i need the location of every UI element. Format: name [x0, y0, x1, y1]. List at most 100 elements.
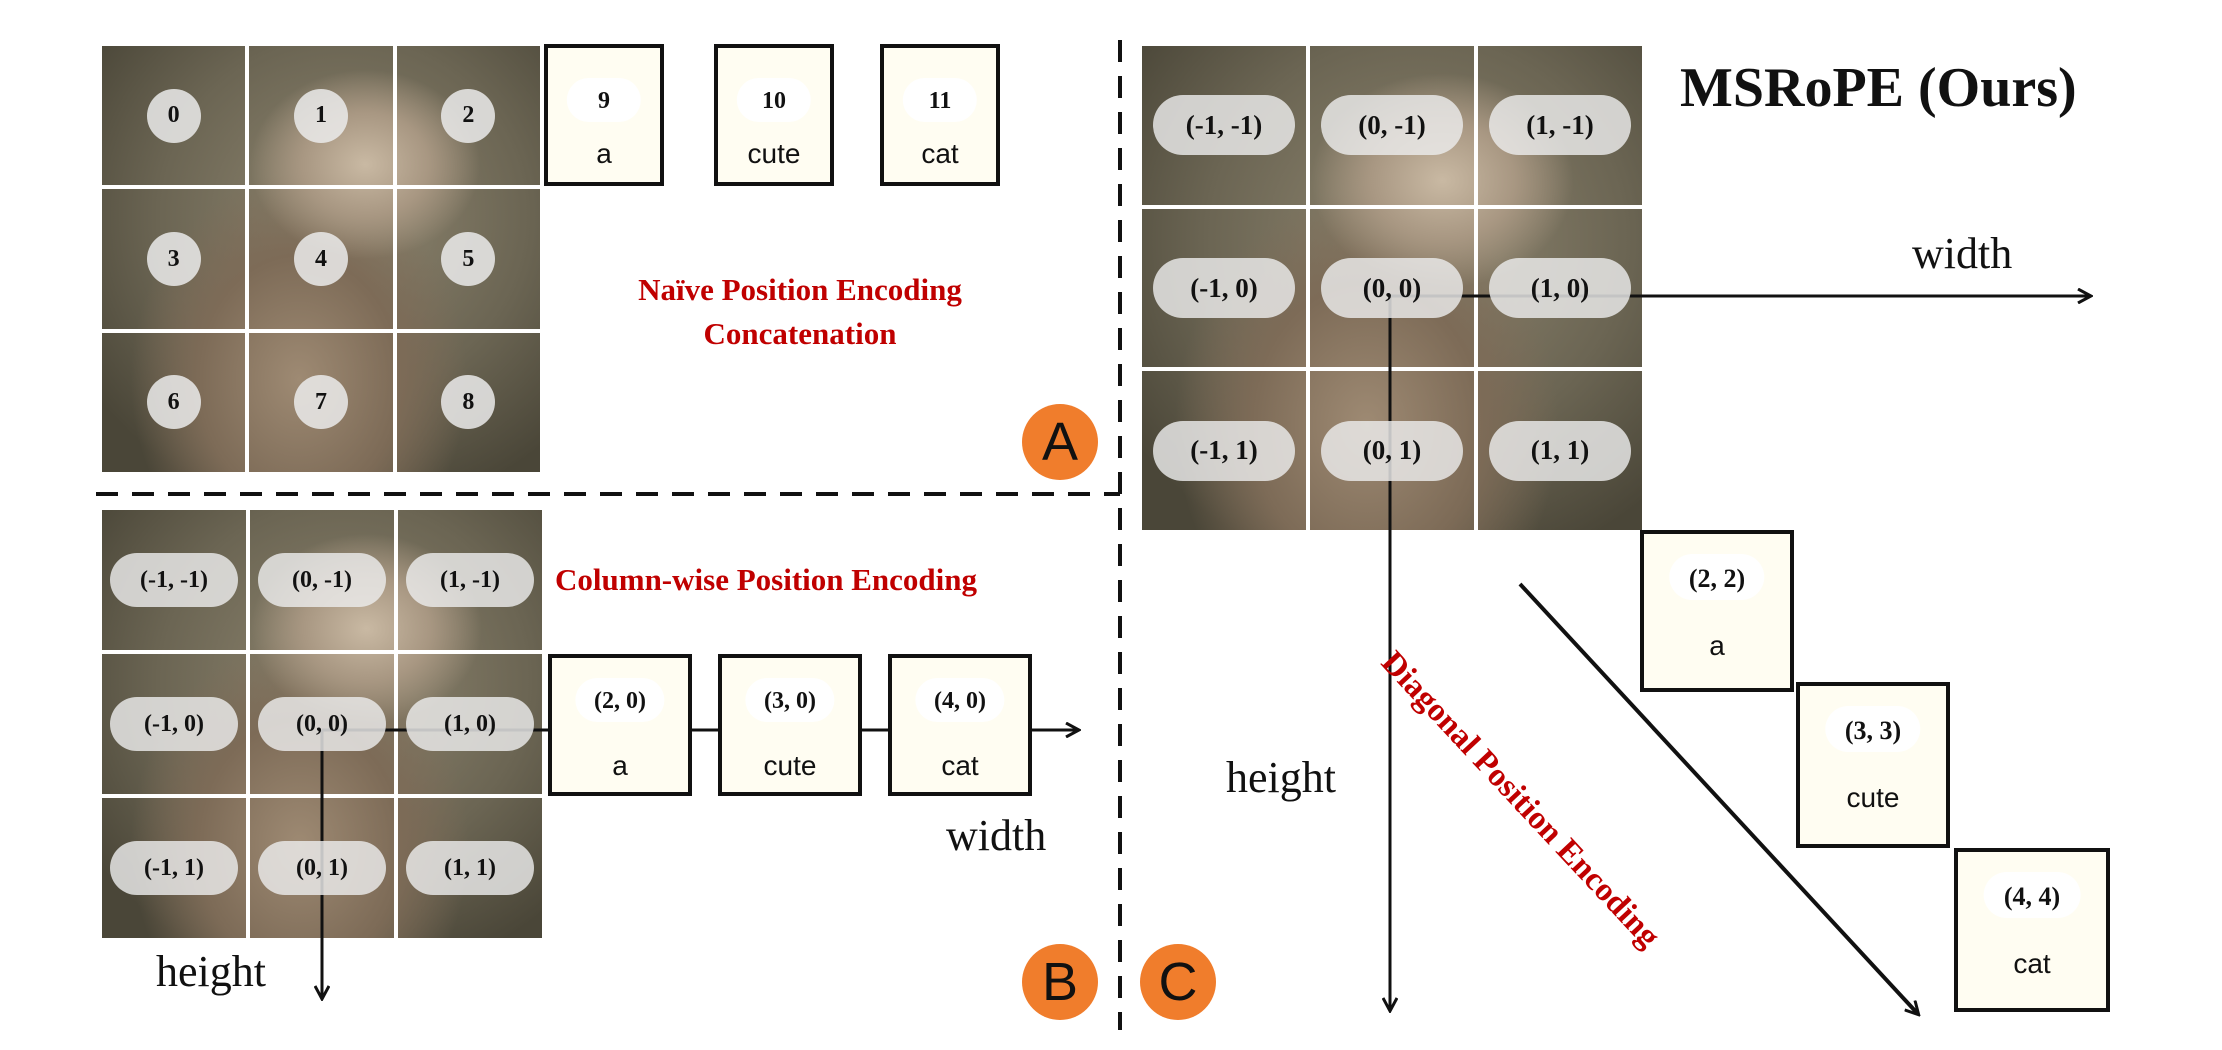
- panel-a-badge: A: [1022, 404, 1098, 480]
- panel-c-token-box: (3, 3) cute: [1796, 682, 1950, 848]
- panel-b-height-label: height: [156, 947, 266, 996]
- image-grid-cell: [394, 187, 542, 331]
- panel-b-cell-label: (1, 0): [406, 697, 534, 751]
- token-word: a: [612, 750, 628, 781]
- token-word: cat: [941, 750, 979, 781]
- token-position-label: (3, 0): [764, 688, 816, 714]
- token-word: cute: [1846, 782, 1900, 813]
- panel-a-cell-label: 4: [294, 232, 348, 286]
- panel-c-height-label: height: [1226, 753, 1336, 802]
- image-grid-cell: [394, 330, 542, 474]
- token-position-highlight: [1825, 706, 1921, 752]
- token-position-label: (2, 0): [594, 688, 646, 714]
- panel-b-token-box: (4, 0) cat: [888, 654, 1032, 796]
- panel-b-token-box: (2, 0) a: [548, 654, 692, 796]
- panel-c-cell-label: (-1, 1): [1153, 420, 1295, 481]
- token-word: a: [1709, 630, 1725, 661]
- panel-c-token-box: (2, 2) a: [1640, 530, 1794, 692]
- panel-b-badge: B: [1022, 944, 1098, 1020]
- image-grid-cell: [100, 508, 248, 652]
- image-grid-cell: [1308, 206, 1476, 370]
- panel-b-cell-label: (-1, 0): [110, 697, 238, 751]
- token-position-highlight: [566, 78, 642, 122]
- token-position-highlight: [736, 78, 812, 122]
- token-word: a: [596, 138, 612, 169]
- panel-b-cell-label: (-1, -1): [110, 553, 238, 607]
- token-position-label: (2, 2): [1688, 564, 1746, 593]
- panel-b-cell-label: (0, -1): [258, 553, 386, 607]
- panel-c-width-label: width: [1912, 229, 2013, 278]
- token-position-label: 10: [762, 88, 786, 114]
- image-grid-cell: [396, 652, 544, 796]
- panel-b-title: Column-wise Position Encoding: [555, 562, 978, 597]
- token-word: cat: [921, 138, 959, 169]
- panel-c-cell-label: (1, -1): [1489, 95, 1631, 156]
- panel-a-cell-label: 2: [441, 88, 496, 143]
- token-position-label: 11: [928, 88, 952, 114]
- panel-a-token-box: 10 cute: [714, 44, 834, 186]
- token-word: cute: [747, 138, 801, 169]
- image-grid-cell: [248, 508, 396, 652]
- token-position-highlight: [1669, 554, 1765, 600]
- panel-a-cell-label: 5: [441, 232, 496, 286]
- image-grid-cell: [1140, 369, 1308, 532]
- image-grid-cell: [100, 652, 248, 796]
- panel-a-cell-label: 7: [294, 375, 348, 430]
- panel-b-width-label: width: [946, 811, 1047, 860]
- panel-a-title-line2: Concatenation: [703, 316, 897, 351]
- image-grid-cell: [247, 44, 395, 188]
- token-position-label: 9: [598, 88, 610, 114]
- image-grid-cell: [100, 187, 248, 331]
- panel-c-cell-label: (0, 1): [1321, 420, 1463, 481]
- token-position-label: (3, 3): [1844, 716, 1902, 745]
- image-grid-cell: [247, 330, 395, 474]
- panel-c-cell-label: (0, -1): [1321, 95, 1463, 156]
- token-position-highlight: [902, 78, 978, 122]
- token-position-highlight: [1983, 872, 2081, 918]
- image-grid-cell: [247, 187, 395, 331]
- panel-c-cell-label: (-1, 0): [1153, 258, 1295, 318]
- token-position-highlight: [575, 678, 665, 722]
- panel-c-cell-label: (-1, -1): [1153, 95, 1295, 156]
- panel-b-cell-label: (-1, 1): [110, 841, 238, 895]
- image-grid-cell: [100, 330, 248, 474]
- panel-a-cell-label: 1: [294, 88, 348, 143]
- panel-a-token-box: 11 cat: [880, 44, 1000, 186]
- panel-b-cell-label: (0, 0): [258, 697, 386, 751]
- token-position-label: (4, 4): [2003, 882, 2061, 911]
- panel-b-cell-label: (1, 1): [406, 841, 534, 895]
- panel-b-token-box: (3, 0) cute: [718, 654, 862, 796]
- image-grid-cell: [1140, 206, 1308, 370]
- token-word: cute: [763, 750, 817, 781]
- panel-b-cell-label: (1, -1): [406, 553, 534, 607]
- panel-c-badge: C: [1140, 944, 1216, 1020]
- panel-c-cell-label: (1, 0): [1489, 258, 1631, 318]
- panel-c-cell-label: (0, 0): [1321, 258, 1463, 318]
- image-grid-cell: [100, 796, 248, 940]
- panel-a-cell-label: 3: [146, 232, 201, 286]
- panel-a-title-line1: Naïve Position Encoding: [638, 272, 962, 307]
- panel-a-title: Naïve Position Encoding Concatenation: [560, 268, 1040, 356]
- panel-c-cell-label: (1, 1): [1489, 420, 1631, 481]
- token-position-highlight: [745, 678, 835, 722]
- panel-c-token-box: (4, 4) cat: [1954, 848, 2110, 1012]
- panel-b-cell-label: (0, 1): [258, 841, 386, 895]
- image-grid-cell: [396, 796, 544, 940]
- panel-a-cell-label: 6: [146, 375, 201, 430]
- image-grid-cell: [396, 508, 544, 652]
- image-grid-cell: [1476, 44, 1644, 207]
- image-grid-cell: [100, 44, 248, 188]
- image-grid-cell: [1476, 369, 1644, 532]
- panel-a-cell-label: 8: [441, 375, 496, 430]
- token-word: cat: [2013, 948, 2051, 979]
- image-grid-cell: [1140, 44, 1308, 207]
- token-position-highlight: [915, 678, 1005, 722]
- token-position-label: (4, 0): [934, 688, 986, 714]
- panel-c-diagonal-arrow: [1518, 582, 1918, 1014]
- image-grid-cell: [1476, 206, 1644, 370]
- image-grid-cell: [1308, 44, 1476, 207]
- image-grid-cell: [394, 44, 542, 188]
- panel-a-cell-label: 0: [146, 88, 201, 143]
- panel-c-title: MSRoPE (Ours): [1680, 57, 2077, 119]
